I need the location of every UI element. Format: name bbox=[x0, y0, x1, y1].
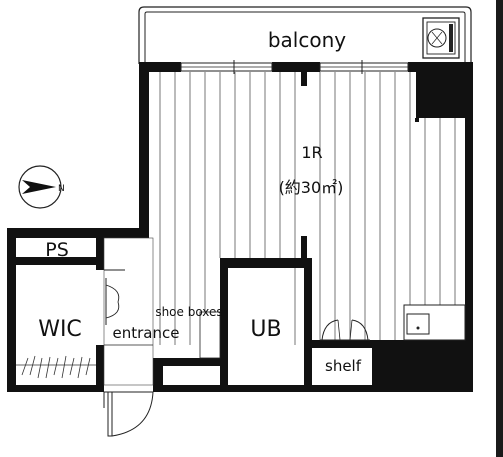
shelf-doors-icon bbox=[320, 319, 370, 341]
entrance-label: entrance bbox=[113, 324, 180, 342]
compass-north-label: N bbox=[58, 184, 65, 194]
ub-label: UB bbox=[250, 317, 281, 342]
balcony-label: balcony bbox=[268, 28, 346, 52]
front-door-icon bbox=[103, 391, 154, 437]
main-room-label: 1R bbox=[301, 143, 322, 162]
balcony-area bbox=[138, 6, 472, 64]
wic-hanging-rail bbox=[16, 355, 96, 379]
air-conditioner-unit-icon bbox=[422, 17, 460, 59]
entrance-area bbox=[103, 237, 221, 386]
right-edge-strip bbox=[496, 0, 503, 457]
main-room-area-label: (約30㎡) bbox=[279, 178, 344, 197]
shelf-label: shelf bbox=[325, 357, 362, 375]
main-room-flooring bbox=[159, 72, 456, 345]
shoe-boxes-label: shoe boxes bbox=[155, 305, 222, 319]
wic-label: WIC bbox=[38, 317, 82, 342]
kitchen-sink-icon bbox=[403, 304, 466, 341]
window-right bbox=[319, 60, 409, 74]
compass-icon: N bbox=[18, 165, 65, 209]
walls bbox=[7, 62, 473, 392]
ps-label: PS bbox=[45, 239, 69, 261]
window-left bbox=[180, 60, 273, 74]
